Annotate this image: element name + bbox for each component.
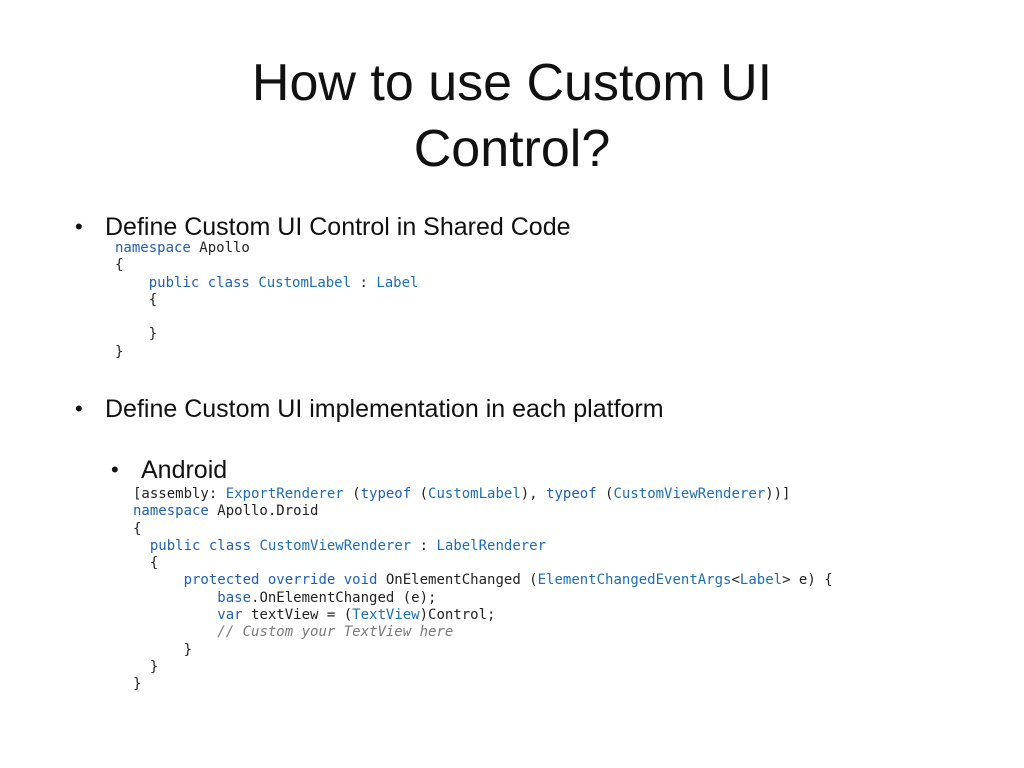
code-token: Apollo [190,240,250,256]
code-line: { [115,257,418,274]
bullet-shared-code: • Define Custom UI Control in Shared Cod… [75,212,571,242]
code-token: base [217,589,252,606]
code-line: var textView = (TextView)Control; [133,607,833,624]
code-line: // Custom your TextView here [133,624,833,641]
code-token: ( [343,486,361,502]
code-token: } [133,658,159,675]
code-line [115,309,418,326]
code-token [133,590,217,606]
bullet-text: Define Custom UI Control in Shared Code [105,213,571,241]
code-token: [assembly: [133,486,226,502]
bullet-platform-impl: • Define Custom UI implementation in eac… [75,394,664,424]
code-token [133,624,217,640]
code-token: } [115,343,124,360]
slide-title: How to use Custom UI Control? [0,50,1024,182]
code-token: : [351,274,377,291]
code-token: typeof [546,486,597,502]
code-token: namespace [133,503,209,520]
code-line: } [115,326,418,343]
code-line: } [133,659,833,676]
code-token: public class [149,537,252,554]
code-token: ExportRenderer [225,486,344,502]
code-line: [assembly: ExportRenderer (typeof (Custo… [133,486,833,503]
code-line: public class CustomLabel : Label [115,274,419,292]
bullet-dot: • [111,457,119,482]
code-token: Label [739,572,783,589]
code-token: ), [520,486,547,502]
code-token: OnElementChanged ( [377,572,538,589]
code-token: ElementChangedEventArgs [537,572,732,589]
code-token: .OnElementChanged (e); [251,589,437,606]
code-line: namespace Apollo [115,240,418,257]
code-token: typeof [360,486,412,502]
code-block-shared: namespace Apollo{ public class CustomLab… [115,240,418,361]
code-token: } [133,676,142,693]
code-token: var [217,607,243,624]
code-line: protected override void OnElementChanged… [133,572,833,589]
code-token: ( [596,486,614,502]
slide-title-line-2: Control? [413,120,611,178]
code-block-android: [assembly: ExportRenderer (typeof (Custo… [133,486,833,694]
code-token: CustomLabel [428,486,521,502]
code-token: TextView [352,607,420,624]
code-token: > e) { [782,572,833,589]
code-token [133,607,217,623]
code-token: : [411,537,437,554]
code-token: ( [411,486,429,502]
bullet-dot: • [75,396,83,421]
code-line: namespace Apollo.Droid [133,503,833,520]
code-line: { [115,292,418,309]
bullet-text: Define Custom UI implementation in each … [105,395,664,423]
bullet-text: Android [141,456,228,484]
code-token: { [133,520,142,537]
bullet-android: • Android [111,455,228,485]
code-token [133,538,150,554]
code-token: { [115,257,124,274]
code-line: public class CustomViewRenderer : LabelR… [133,538,833,555]
code-line: } [133,642,833,659]
code-line: } [115,344,418,361]
code-token: namespace [115,240,191,256]
code-line: { [133,555,833,572]
code-line: } [133,676,833,693]
slide-title-line-1: How to use Custom UI [251,54,773,112]
code-token: ))] [765,486,791,502]
code-line: base.OnElementChanged (e); [133,590,833,607]
code-token: CustomViewRenderer [259,537,412,554]
code-line: { [133,521,833,538]
code-token: CustomViewRenderer [613,486,766,502]
code-token: )Control; [419,607,496,624]
code-token: Label [376,274,419,291]
code-token: protected override void [183,572,378,589]
code-token: // Custom your TextView here [217,624,454,641]
code-token: CustomLabel [258,274,352,291]
code-token: } [115,326,158,343]
code-token: public class [148,274,250,291]
code-token: < [731,572,740,589]
code-token: textView = ( [242,607,353,624]
code-token [133,572,184,588]
bullet-dot: • [75,214,83,239]
code-token [115,275,149,291]
code-token: Apollo.Droid [208,503,319,520]
code-token: { [133,555,159,572]
code-token: LabelRenderer [436,537,547,554]
code-token: { [115,291,158,308]
code-token: } [133,641,193,658]
